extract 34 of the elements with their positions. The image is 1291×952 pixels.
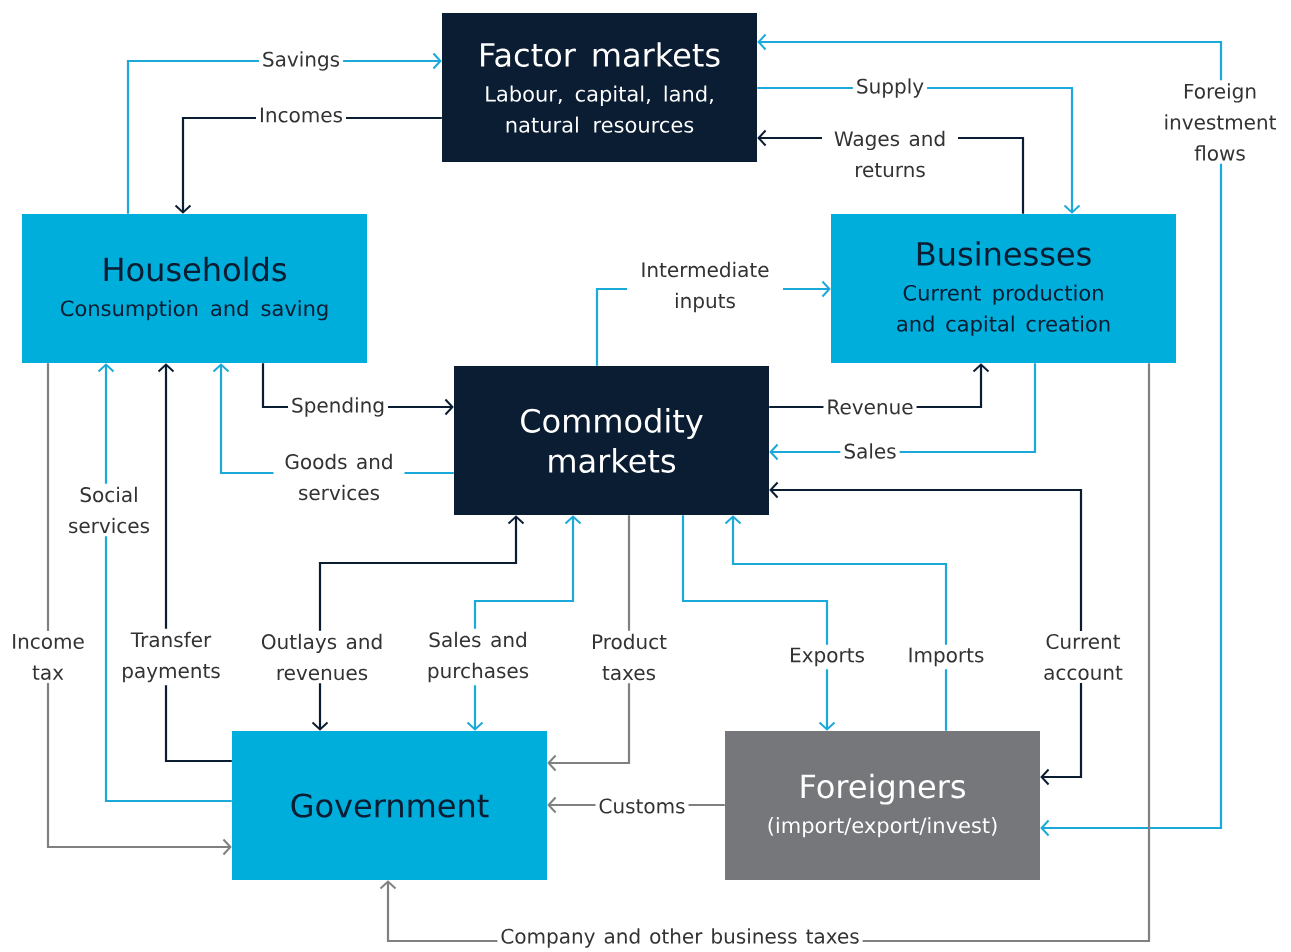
edge-label: Savings <box>258 48 344 74</box>
edge-label: Income tax <box>5 631 91 683</box>
box: Businesses Current production and capital creation <box>831 214 1176 363</box>
edge-label: Incomes <box>256 104 346 126</box>
edge-label: Supply <box>852 75 928 101</box>
box: Households Consumption and saving <box>22 214 367 363</box>
arrow <box>681 515 836 731</box>
arrow <box>757 33 1223 837</box>
edge-label: Current account <box>1025 630 1141 684</box>
box: Commodity markets <box>454 366 769 515</box>
edge-label: Imports <box>904 644 988 670</box>
box: Factor markets Labour, capital, land, natural resources <box>442 13 757 162</box>
edge-label: Outlays and revenues <box>249 630 395 684</box>
arrow <box>769 481 1083 786</box>
edge-label: Spending <box>288 394 388 420</box>
edge-label: Company and other business taxes <box>497 925 863 951</box>
edge-label: Revenue <box>823 396 917 418</box>
edge-label: Sales and purchases <box>412 628 544 686</box>
edge-label: Sales <box>840 440 900 462</box>
box: Foreigners (import/export/invest) <box>725 731 1040 880</box>
arrow <box>724 515 948 731</box>
arrow <box>97 363 232 803</box>
arrow <box>311 515 525 731</box>
edge-label: Social services <box>56 483 162 537</box>
box: Government <box>232 731 547 880</box>
edge-label: Product taxes <box>576 630 682 684</box>
edge-label: Goods and services <box>273 450 405 504</box>
edge-label: Intermediate inputs <box>627 258 783 316</box>
edge-label: Wages and returns <box>822 127 958 181</box>
edge-label: Customs <box>595 795 689 817</box>
edge-label: Foreign investment flows <box>1157 80 1283 164</box>
arrow <box>46 363 232 856</box>
edge-label: Exports <box>786 644 868 670</box>
edge-label: Transfer payments <box>113 628 229 686</box>
